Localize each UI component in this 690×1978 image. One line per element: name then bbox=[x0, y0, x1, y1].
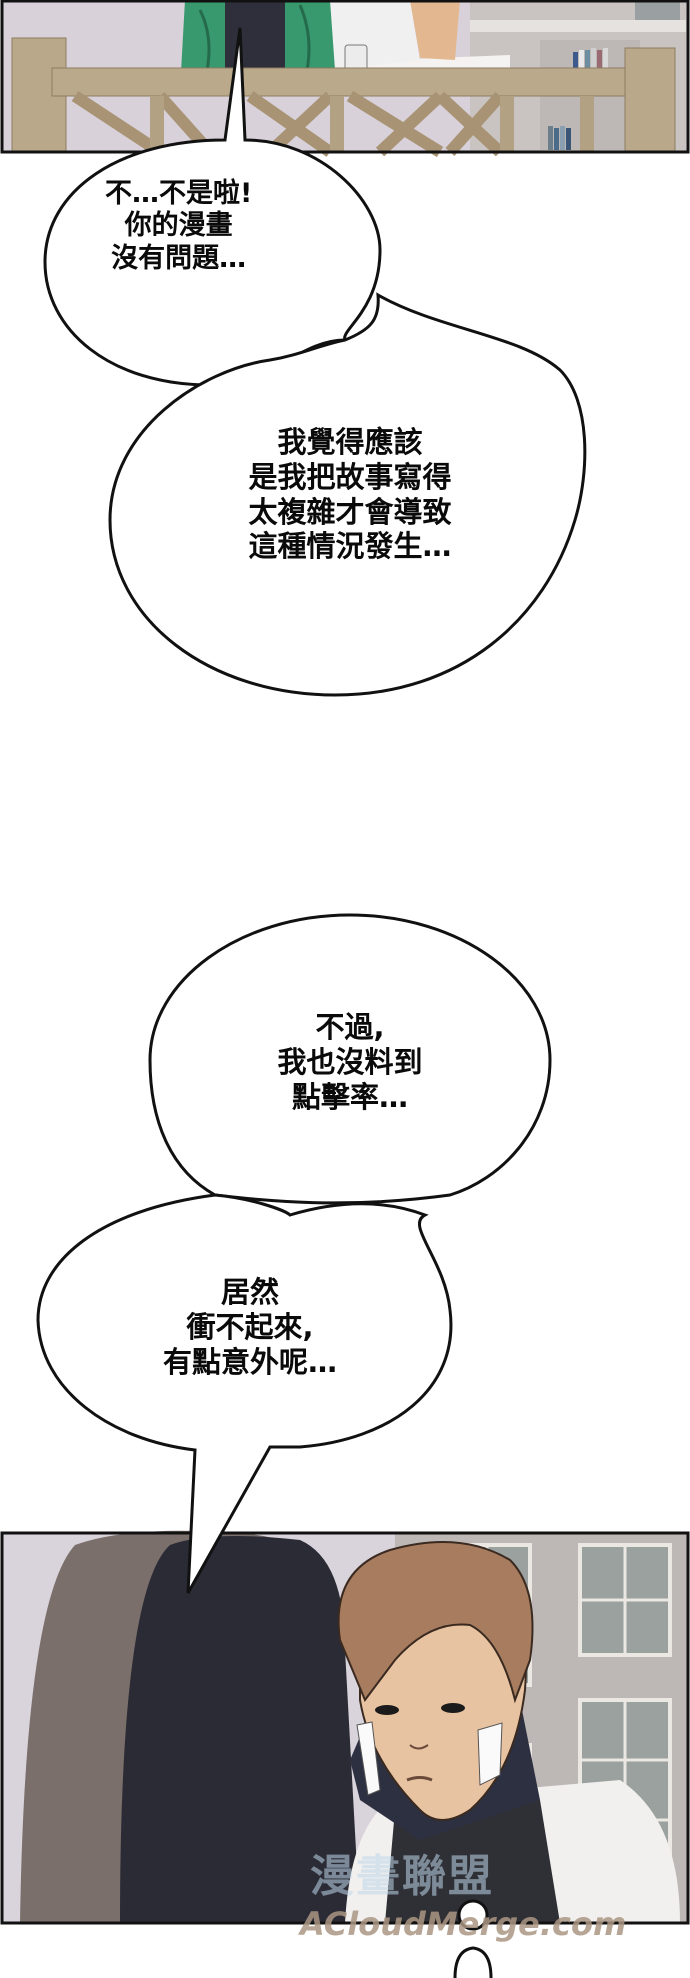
bubble-4-text: 居然 衝不起來, 有點意外呢… bbox=[120, 1275, 380, 1379]
speech-bubble-2 bbox=[108, 292, 587, 697]
bubble-4-line-3: 有點意外呢… bbox=[162, 1344, 337, 1379]
bubble-4-line-2: 衝不起來, bbox=[186, 1309, 314, 1344]
small-figure-icon bbox=[453, 1899, 493, 1978]
bubble-2-line-4: 這種情況發生… bbox=[248, 529, 452, 564]
bubble-1-line-1: 不…不是啦! bbox=[105, 178, 253, 209]
bubble-1-line-3: 沒有問題… bbox=[111, 242, 247, 274]
bubble-3-line-1: 不過, bbox=[315, 1010, 385, 1044]
bubble-3-line-3: 點擊率… bbox=[291, 1079, 408, 1114]
books-icon bbox=[548, 48, 608, 150]
watermark-text: ACloudMerge.com bbox=[300, 1905, 627, 1943]
bubble-2-text: 我覺得應該 是我把故事寫得 太複雜才會導致 這種情況發生… bbox=[205, 425, 495, 564]
bubble-2-line-1: 我覺得應該 bbox=[277, 425, 423, 459]
bubble-4-line-1: 居然 bbox=[220, 1275, 279, 1309]
speech-bubble-4 bbox=[36, 1193, 453, 1594]
bubble-2-line-3: 太複雜才會導致 bbox=[248, 494, 452, 529]
speech-bubble-3 bbox=[148, 913, 552, 1205]
watermark-cn: 漫畫聯盟 bbox=[310, 1851, 494, 1902]
bubble-2-line-2: 是我把故事寫得 bbox=[248, 459, 452, 494]
bubble-1-text: 不…不是啦! 你的漫畫 沒有問題… bbox=[105, 178, 252, 275]
bubble-3-text: 不過, 我也沒料到 點擊率… bbox=[255, 1010, 445, 1114]
bubble-1-line-2: 你的漫畫 bbox=[124, 210, 233, 242]
bubble-3-line-2: 我也沒料到 bbox=[277, 1044, 423, 1079]
